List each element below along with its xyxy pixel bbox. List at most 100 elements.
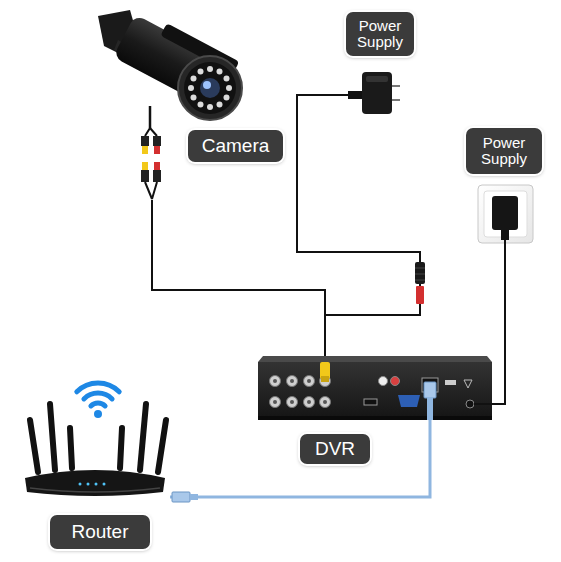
- camera-illustration: [226, 85, 232, 91]
- camera-illustration: [224, 95, 230, 101]
- wifi-symbol: [84, 393, 112, 399]
- camera-illustration: [191, 95, 197, 101]
- device-node: Power Supply: [465, 128, 545, 250]
- wall-outlet: [484, 191, 527, 237]
- wifi-symbol: [91, 403, 105, 406]
- router-illustration: [50, 404, 55, 470]
- dvr-illustration: [258, 416, 492, 420]
- camera-illustration: [98, 8, 242, 136]
- device-label: DVR: [300, 434, 370, 464]
- dvr-illustration: [323, 400, 327, 404]
- router-illustration: [79, 483, 106, 486]
- dvr-illustration: [270, 397, 281, 408]
- camera-illustration: [207, 104, 213, 110]
- wall-outlet: [478, 185, 533, 251]
- power-adapter: [340, 94, 349, 96]
- camera-illustration: [145, 128, 157, 136]
- dvr-illustration: [270, 376, 331, 408]
- device-node: Power Supply: [340, 12, 420, 120]
- device-node: Camera: [95, 8, 245, 200]
- dvr-illustration: [466, 400, 474, 408]
- wifi-symbol: [94, 410, 102, 418]
- dvr-illustration: [474, 403, 492, 405]
- dvr-illustration: [379, 377, 388, 386]
- camera-illustration: [191, 76, 197, 82]
- dvr-illustration: [273, 379, 327, 404]
- dvr-illustration: [304, 397, 315, 408]
- dvr-illustration: [321, 376, 329, 382]
- camera-illustration: [200, 78, 220, 98]
- dvr-illustration: [258, 356, 492, 420]
- device-label: Router: [50, 515, 150, 549]
- power-adapter: [392, 85, 400, 87]
- router-illustration: [103, 483, 106, 486]
- cable: [152, 95, 420, 315]
- dvr-illustration: [273, 400, 277, 404]
- dvr-illustration: [307, 400, 311, 404]
- router-illustration: [30, 488, 160, 492]
- router-illustration: [25, 470, 165, 496]
- dc-plug: [415, 268, 425, 269]
- ethernet-plug: [190, 494, 198, 500]
- cable: [170, 420, 430, 497]
- wall-outlet: [492, 196, 518, 230]
- wifi-symbol: [77, 383, 119, 392]
- router-illustration: [30, 404, 166, 472]
- dvr-illustration: [287, 397, 298, 408]
- dvr-illustration: [304, 376, 315, 387]
- dvr-illustration: [424, 382, 436, 398]
- camera-illustration: [113, 14, 224, 103]
- dvr-illustration: [320, 376, 331, 387]
- camera-illustration: [188, 85, 194, 91]
- dc-plug: [415, 262, 425, 304]
- dvr-illustration: [320, 397, 331, 408]
- power-adapter: [362, 72, 392, 114]
- router-illustration: [87, 483, 90, 486]
- cable: [152, 200, 325, 362]
- router-illustration: [140, 404, 146, 470]
- camera-illustration: [160, 23, 239, 74]
- wall-outlet: [478, 185, 533, 243]
- rca-plugs: [153, 136, 161, 146]
- camera-illustration: [98, 10, 138, 54]
- dvr-illustration: [320, 362, 330, 379]
- dvr-illustration: [290, 379, 294, 383]
- dvr-illustration: [445, 380, 456, 385]
- wifi-symbol: [77, 383, 119, 418]
- dvr-illustration: [398, 395, 420, 407]
- dvr-illustration: [427, 397, 433, 420]
- dvr-illustration: [464, 380, 472, 388]
- dc-plug: [415, 262, 425, 284]
- camera-illustration: [203, 81, 211, 89]
- power-adapter: [366, 76, 388, 82]
- router-illustration: [70, 428, 72, 468]
- rca-plugs: [142, 162, 148, 170]
- device-node: Router: [22, 365, 170, 505]
- ethernet-plug: [172, 492, 198, 502]
- rca-plugs: [142, 146, 148, 154]
- wall-outlet: [501, 230, 509, 240]
- rca-plugs: [141, 170, 149, 182]
- device-node: DVR: [258, 362, 492, 420]
- device-label: Power Supply: [466, 128, 542, 174]
- dc-plug: [416, 286, 424, 304]
- device-label: Camera: [188, 130, 283, 162]
- wall-outlet: [504, 239, 506, 251]
- camera-illustration: [178, 56, 242, 120]
- camera-illustration: [113, 8, 239, 110]
- cable: [492, 250, 505, 404]
- power-adapter: [392, 99, 400, 101]
- rca-plugs: [141, 136, 149, 146]
- rca-plugs: [154, 146, 160, 154]
- router-illustration: [158, 420, 166, 472]
- dc-plug: [415, 280, 425, 281]
- dvr-illustration: [307, 379, 311, 383]
- power-adapter: [340, 72, 400, 114]
- rca-plugs: [145, 182, 157, 199]
- camera-illustration: [224, 76, 230, 82]
- dvr-illustration: [422, 378, 438, 392]
